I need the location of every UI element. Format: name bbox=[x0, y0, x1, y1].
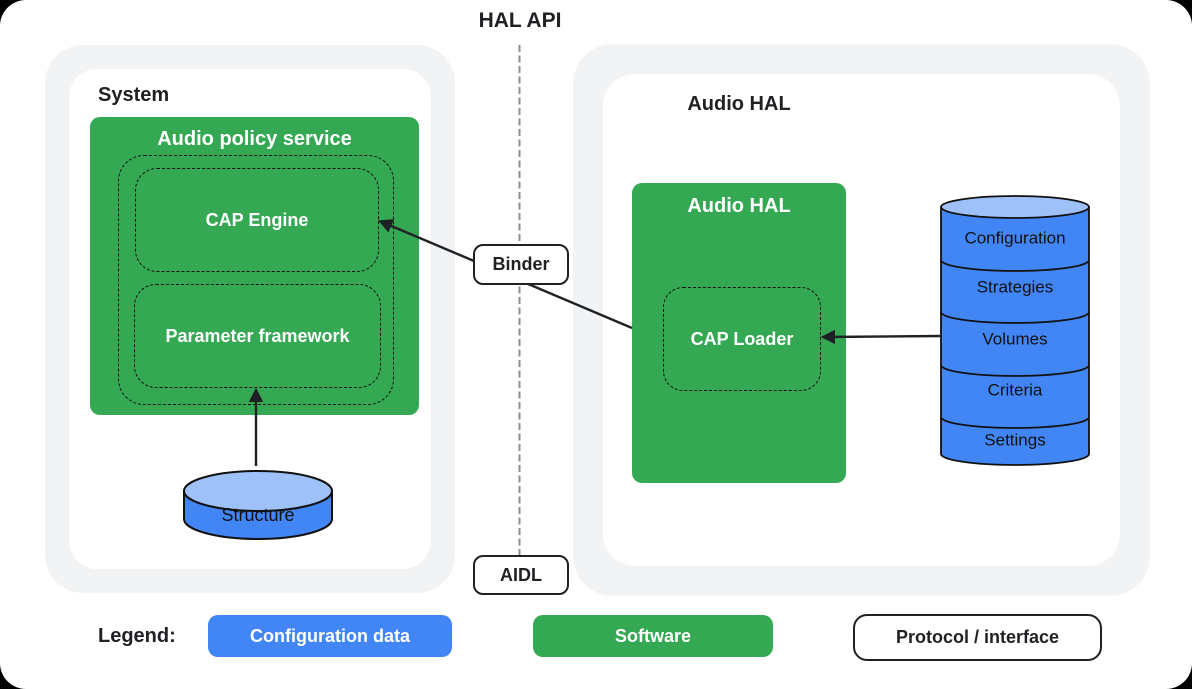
cap-loader-label: CAP Loader bbox=[690, 328, 794, 349]
legend-item-software: Software bbox=[533, 615, 773, 657]
structure-cylinder-label: Structure bbox=[221, 505, 294, 525]
db-layer-divider bbox=[940, 364, 1090, 377]
config-db-layer-volumes: Volumes bbox=[982, 330, 1047, 349]
config-db-layer-settings: Settings bbox=[984, 431, 1045, 450]
structure-cylinder-icon: Structure bbox=[183, 470, 333, 540]
page-title: HAL API bbox=[478, 9, 562, 32]
legend-item-label: Protocol / interface bbox=[895, 627, 1060, 647]
aidl-label: AIDL bbox=[500, 564, 542, 585]
cap-engine-label: CAP Engine bbox=[205, 209, 309, 230]
cap-loader-box: CAP Loader bbox=[663, 287, 821, 391]
db-layer-divider bbox=[940, 416, 1090, 429]
config-db-cylinder-icon: Configuration Strategies Volumes Criteri… bbox=[940, 195, 1090, 466]
config-db-layer-configuration: Configuration bbox=[964, 229, 1065, 248]
audio-hal-label: Audio HAL bbox=[687, 93, 791, 115]
parameter-framework-box: Parameter framework bbox=[134, 284, 381, 388]
audio-hal-box: Audio HAL CAP Loader bbox=[632, 183, 846, 483]
legend-item-label: Configuration data bbox=[250, 625, 410, 646]
legend-item-configuration-data: Configuration data bbox=[208, 615, 452, 657]
legend-item-label: Software bbox=[614, 625, 692, 646]
legend-item-protocol-interface: Protocol / interface bbox=[853, 614, 1102, 661]
db-layer-divider bbox=[940, 259, 1090, 272]
cap-engine-box: CAP Engine bbox=[135, 168, 379, 272]
aidl-box: AIDL bbox=[473, 555, 569, 595]
legend-label: Legend: bbox=[98, 625, 176, 647]
binder-box: Binder bbox=[473, 244, 569, 285]
config-db-layer-strategies: Strategies bbox=[977, 278, 1054, 297]
db-layer-divider bbox=[940, 311, 1090, 324]
audio-hal-box-title: Audio HAL bbox=[687, 195, 791, 217]
audio-policy-service-box: Audio policy service CAP Engine Paramete… bbox=[90, 117, 419, 415]
system-label: System bbox=[98, 84, 170, 106]
binder-label: Binder bbox=[492, 254, 550, 274]
parameter-framework-label: Parameter framework bbox=[165, 325, 350, 346]
config-db-layer-criteria: Criteria bbox=[988, 381, 1043, 400]
audio-policy-service-title: Audio policy service bbox=[157, 128, 352, 150]
